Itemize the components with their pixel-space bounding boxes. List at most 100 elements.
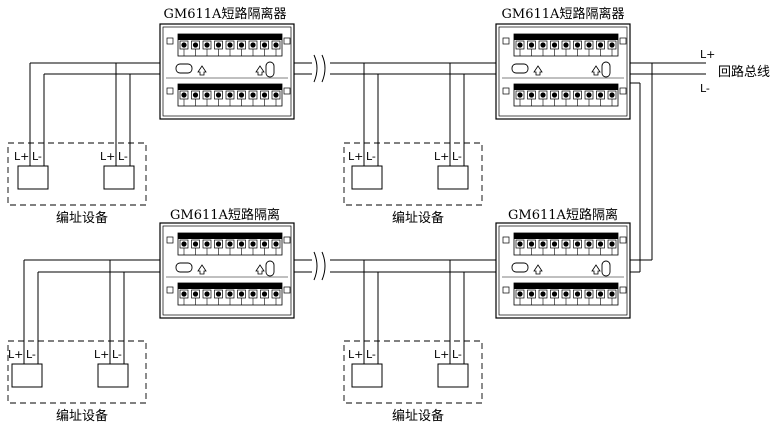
terminal-strip-band [178,84,282,90]
terminal-strip [502,33,627,57]
terminal-screw [597,291,604,297]
fuse-icon [265,260,275,277]
terminal-screw [250,92,256,98]
terminal-screw [574,42,581,48]
mount-hole [283,37,291,45]
break-mark-top-2 [321,54,326,83]
loop-bus-label: 回路总线 [718,64,770,80]
device-l-minus-label: L- [366,348,376,361]
device-l-minus-label: L- [452,150,462,163]
terminal-screw [204,42,210,48]
mount-hole [619,37,627,45]
terminal-screw [563,291,569,297]
device-l-plus-label: L+ [94,348,109,361]
terminal-screw [609,42,615,48]
terminal-screw [586,92,592,98]
terminal-screw [574,241,581,247]
terminal-strip-band [178,283,282,289]
terminal-screw [181,241,187,247]
device-groups: L+L-L+L-L+L-L+L-L+L-L+L-L+L-L+L- [7,142,483,404]
mount-hole [166,37,174,45]
terminal-screw [238,241,245,247]
device-box [437,363,469,388]
arrow-up-icon [255,65,265,76]
terminal-screw [215,92,222,98]
terminal-screw [540,92,546,98]
terminal-screw [215,291,222,297]
terminal-screw [215,241,222,247]
terminal-screw [238,92,245,98]
mount-hole [283,87,291,95]
break-mark-top-1 [313,54,318,83]
addressed-device: L+L- [8,348,43,388]
terminal-strip [502,232,627,256]
terminal-screw [273,92,279,98]
terminal-strip [502,83,627,107]
device-l-minus-label: L- [32,150,42,163]
terminal-screw [181,92,187,98]
break-mark-bottom-1 [313,251,318,281]
addressed-device: L+L- [348,150,383,190]
arrow-up-icon [533,65,543,76]
break-marks [313,54,326,281]
group-label-bottom-left: 编址设备 [56,408,108,424]
isolator-modules [159,23,631,319]
terminal-screw [261,42,268,48]
device-l-plus-label: L+ [434,348,449,361]
arrow-up-icon [197,65,207,76]
isolator-title-bottom-left: GM611A短路隔离 [170,207,280,223]
mount-hole [619,236,627,244]
terminal-strip-band [514,84,618,90]
device-group: L+L-L+L- [7,340,147,404]
terminal-screw [250,42,256,48]
terminal-screw [517,42,523,48]
device-l-plus-label: L+ [14,150,29,163]
terminal-screw [586,42,592,48]
terminal-strip [166,33,291,57]
isolator-inner-frame [162,26,292,117]
terminal-screw [609,92,615,98]
bus-l-plus-label: L+ [700,48,715,61]
device-box [437,165,469,190]
terminal-screw [597,241,604,247]
mount-hole [166,236,174,244]
terminal-screw [192,92,199,98]
device-l-minus-label: L- [112,348,122,361]
mount-hole [283,286,291,294]
indicator-oval [511,63,529,74]
terminal-screw [517,291,523,297]
device-l-minus-label: L- [452,348,462,361]
terminal-screw [204,92,210,98]
device-l-minus-label: L- [118,150,128,163]
device-box [103,165,135,190]
indicator-oval [175,63,193,74]
group-label-top-left: 编址设备 [56,210,108,226]
device-box [11,363,43,388]
mount-hole [166,87,174,95]
terminal-screw [238,291,245,297]
mount-hole [619,87,627,95]
terminal-screw [250,291,256,297]
addressed-device: L+L- [348,348,383,388]
addressed-device: L+L- [14,150,49,190]
device-l-plus-label: L+ [348,150,363,163]
terminal-screw [609,291,615,297]
terminal-strip [166,282,291,306]
terminal-screw [540,241,546,247]
break-mark-bottom-2 [321,251,326,281]
terminal-screw [528,92,535,98]
terminal-strip [502,282,627,306]
device-l-plus-label: L+ [8,348,23,361]
device-box [17,165,49,190]
bus-l-minus-label: L- [700,82,710,95]
terminal-strip [166,232,291,256]
device-l-minus-label: L- [26,348,36,361]
terminal-screw [597,42,604,48]
terminal-screw [609,241,615,247]
device-box [351,363,383,388]
terminal-screw [273,241,279,247]
terminal-screw [563,42,569,48]
device-group: L+L-L+L- [7,142,147,206]
